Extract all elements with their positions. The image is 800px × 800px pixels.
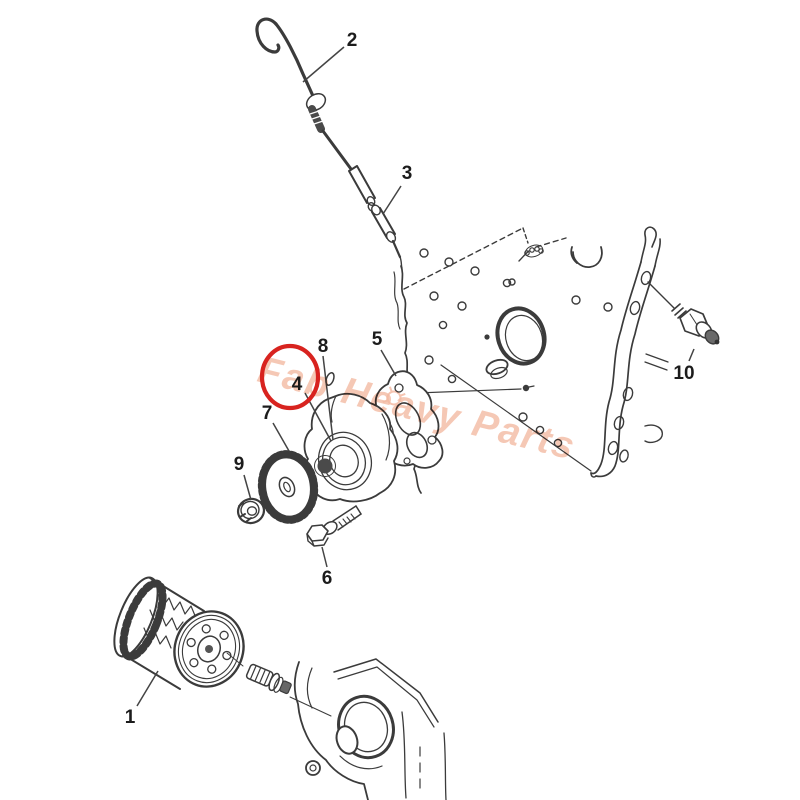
pump-shaft-spline	[317, 458, 333, 474]
part-label-5: 5	[372, 329, 383, 350]
oil-pump-body	[303, 392, 399, 503]
highlight-circle	[259, 343, 321, 411]
part-label-7: 7	[262, 403, 273, 424]
part-label-2: 2	[347, 30, 358, 51]
part-label-8: 8	[318, 336, 329, 357]
side-gasket-strip	[590, 226, 669, 478]
dipstick	[255, 17, 353, 171]
engine-boss	[293, 658, 447, 800]
part-labels: 1 2 3 4 5 6 7 8 9 10	[125, 30, 695, 728]
cover-bolt-holes	[419, 248, 613, 448]
dipstick-tube	[348, 165, 403, 269]
crank-opening	[495, 306, 547, 366]
oil-nozzle	[518, 244, 544, 262]
part-label-10: 10	[673, 363, 694, 384]
part-label-9: 9	[234, 454, 245, 475]
stud-point	[484, 334, 490, 340]
drive-gear	[253, 450, 319, 524]
part-label-4: 4	[292, 374, 303, 395]
dowel-pin	[325, 372, 335, 386]
strip-holes	[607, 270, 652, 463]
part-label-6: 6	[322, 568, 333, 589]
plug	[485, 358, 509, 376]
filter-fitting	[226, 652, 332, 717]
watermark-crosshair-icon	[382, 386, 406, 410]
part-label-3: 3	[402, 163, 413, 184]
gear-nut	[236, 497, 266, 525]
oil-pressure-sensor	[647, 281, 720, 345]
part-label-1: 1	[125, 707, 136, 728]
leader-lines	[136, 46, 695, 707]
pump-bolt	[306, 505, 362, 547]
filter-face	[173, 610, 245, 688]
oil-filter	[113, 576, 245, 690]
